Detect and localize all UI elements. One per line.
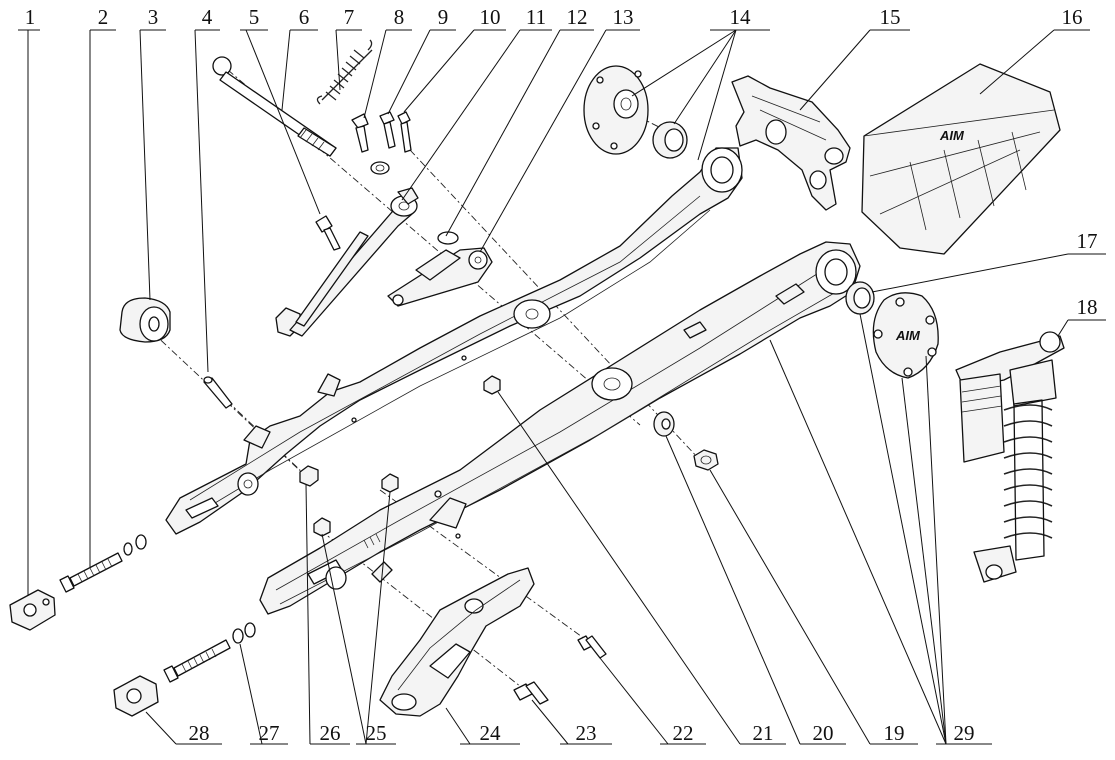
part-number: 22 [673,721,694,745]
part-number: 2 [98,5,109,29]
brand-logo-hub: AIM [895,328,921,343]
swingarm-upper [165,147,743,535]
bolts-cluster [351,111,412,175]
part-number: 9 [438,5,449,29]
part-number: 4 [202,5,213,29]
brake-clevis [387,231,493,307]
chain-guide-bracket [379,567,535,717]
leader-lines-bottom [145,313,992,745]
part-number: 8 [394,5,405,29]
adjuster-bolt-lower [163,622,256,683]
part-number: 20 [813,721,834,745]
swingarm-lower [259,241,861,615]
part-number: 6 [299,5,310,29]
leader-lines-top [18,29,1106,596]
part-number: 14 [730,5,752,29]
part-number: 25 [366,721,387,745]
bearing-left [652,121,688,159]
part-number: 19 [884,721,905,745]
screw-22 [577,635,607,659]
washer-20 [653,411,675,437]
part-number: 28 [189,721,210,745]
brake-pedal [275,187,419,337]
part-number: 12 [567,5,588,29]
part-number-labels: 1 2 3 4 5 6 7 8 9 10 11 12 13 14 15 16 1… [25,5,1098,745]
pin [203,376,233,409]
part-number: 11 [526,5,546,29]
nut-25 [313,473,399,537]
bushing [119,297,171,343]
pivot-axle [212,56,337,157]
return-spring [316,39,373,105]
part-number: 16 [1062,5,1083,29]
part-number: 17 [1077,229,1098,253]
bearing-right [845,281,875,315]
part-number: 23 [576,721,597,745]
part-number: 29 [954,721,975,745]
chain-adjuster-lower [113,675,159,717]
part-number: 3 [148,5,159,29]
part-number: 18 [1077,295,1098,319]
mud-guard: AIM [861,63,1061,255]
nut-26 [299,465,319,487]
part-number: 5 [249,5,260,29]
chain-slider [731,75,851,211]
part-number: 24 [480,721,502,745]
chain-adjuster-upper [9,589,56,631]
hub-cover: AIM [872,292,939,379]
screw-23 [513,681,549,705]
part-number: 26 [320,721,341,745]
adjuster-bolt-upper [59,534,147,593]
part-number: 13 [613,5,634,29]
part-number: 10 [480,5,501,29]
part-number: 27 [259,721,280,745]
part-number: 21 [753,721,774,745]
nut-19 [693,449,719,471]
part-number: 15 [880,5,901,29]
axle-flange [583,65,649,155]
nut-22 [483,375,501,395]
part-number: 1 [25,5,36,29]
brand-logo-guard: AIM [939,128,965,143]
part-number: 7 [344,5,355,29]
shock-absorber [955,331,1065,583]
